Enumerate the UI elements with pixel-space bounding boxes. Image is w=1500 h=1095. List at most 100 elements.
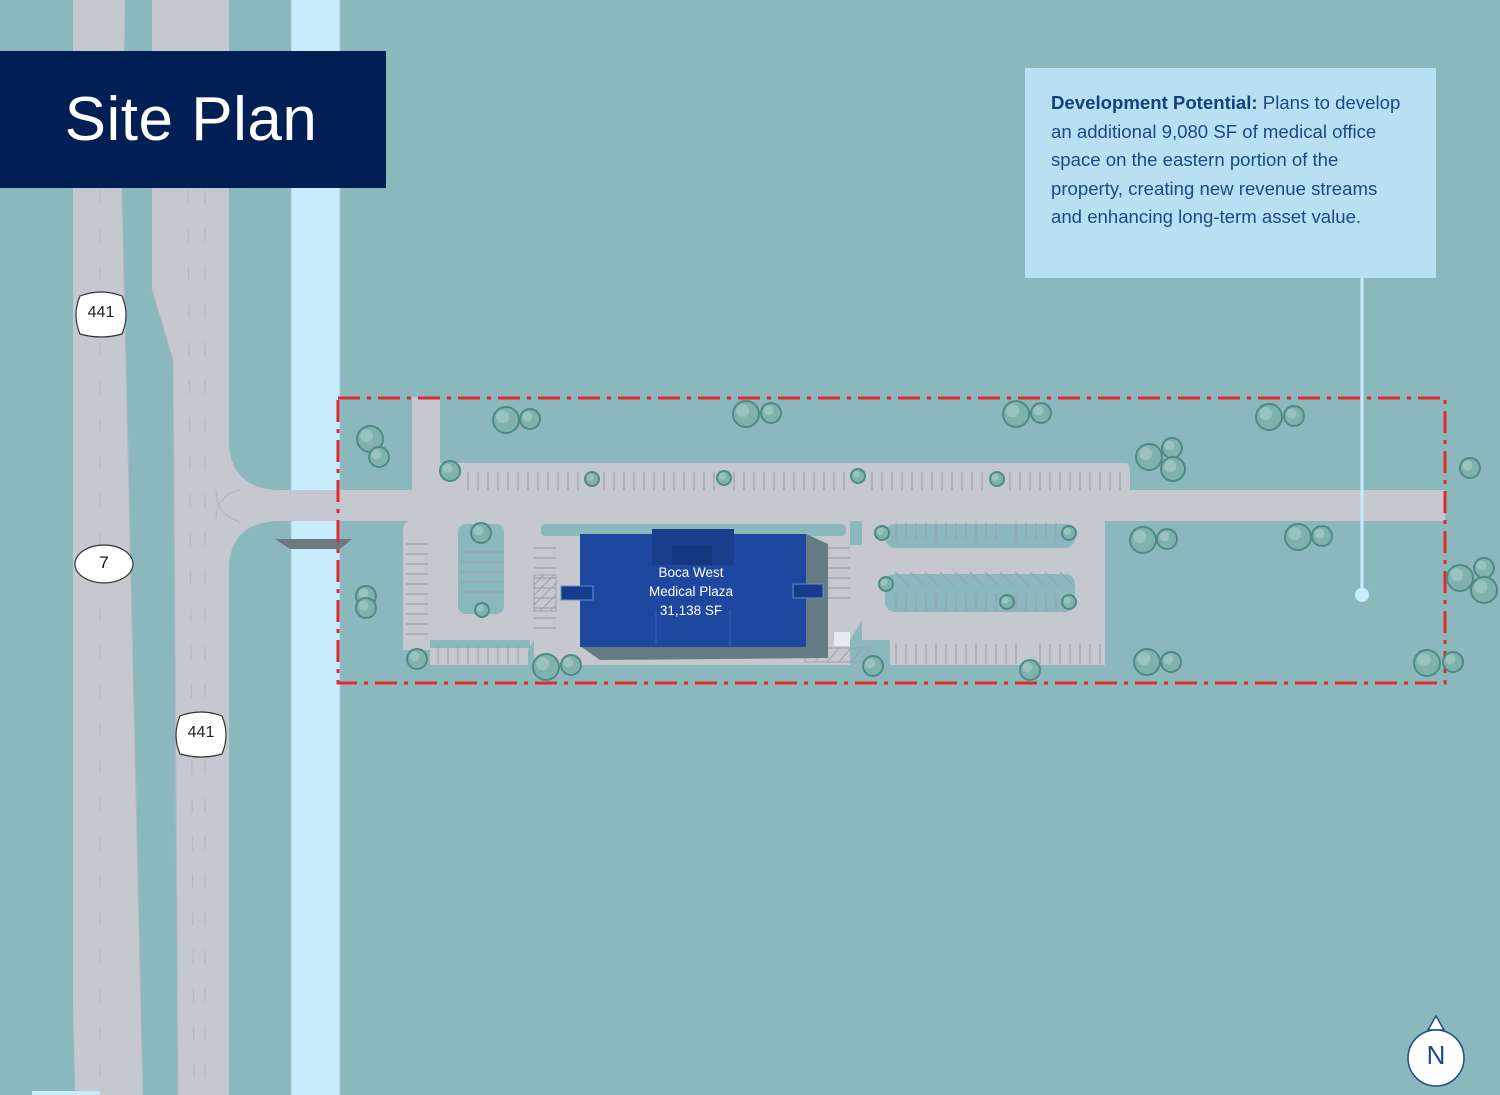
stripes-east-upper: [895, 523, 1057, 541]
callout-body: Plans to develop an additional 9,080 SF …: [1051, 92, 1401, 227]
tree-highlight: [360, 429, 374, 443]
tree-highlight: [1006, 404, 1020, 418]
page-title: Site Plan: [64, 85, 318, 154]
parking-stripes: [406, 472, 1121, 664]
trees: [355, 400, 1498, 681]
tree-highlight: [876, 527, 884, 535]
stripes-east-diagonal: [894, 571, 1075, 587]
tree-highlight: [1001, 596, 1009, 604]
tree-highlight: [1137, 652, 1151, 666]
tree-highlight: [1159, 531, 1170, 542]
tree-highlight: [880, 578, 888, 586]
west-access-lane: [412, 397, 440, 492]
tree-highlight: [1163, 654, 1174, 665]
stripes-north-row: [467, 472, 1121, 490]
tree-highlight: [1164, 440, 1175, 451]
state-route-label: 7: [99, 553, 109, 572]
building-name-line2: Medical Plaza: [648, 584, 734, 599]
stripes-south-west: [437, 644, 519, 664]
tree-highlight: [442, 463, 453, 474]
tree-highlight: [409, 651, 420, 662]
north-parking-strip: [440, 463, 1130, 490]
map-scale-fragment: [32, 1091, 100, 1095]
tree-highlight: [1259, 407, 1273, 421]
tree-highlight: [1063, 596, 1071, 604]
hatch-building-west-lines: [533, 574, 557, 612]
us-route-shield-south-outline: [175, 711, 227, 758]
tree-highlight: [496, 410, 510, 424]
tree-highlight: [1286, 408, 1297, 419]
building-area: 31,138 SF: [659, 603, 723, 618]
tree-highlight: [522, 411, 533, 422]
dumpster-pad: [834, 632, 850, 646]
tree-highlight: [1314, 528, 1325, 539]
north-arrow-label: N: [1426, 1040, 1446, 1070]
main-drive: [340, 490, 1445, 521]
tree-highlight: [1033, 405, 1044, 416]
tree-highlight: [763, 405, 774, 416]
state-route-oval: [74, 544, 134, 584]
highway-east-lanes: [152, 0, 229, 1095]
tree-highlight: [358, 588, 369, 599]
tree-highlight: [563, 657, 574, 668]
north-arrow-circle: [1407, 1029, 1465, 1087]
tree-highlight: [536, 657, 550, 671]
building-label: Boca West Medical Plaza 31,138 SF: [630, 563, 752, 620]
tree-highlight: [1164, 460, 1176, 472]
medical-plaza-building: [560, 529, 850, 660]
us-route-shield-north-outline: [75, 291, 127, 338]
tree-highlight: [1417, 653, 1431, 667]
tree-highlight: [1445, 654, 1456, 665]
building-name-line1: Boca West: [658, 565, 724, 580]
tree-highlight: [371, 449, 382, 460]
tree-highlight: [476, 604, 484, 612]
callout-heading: Development Potential:: [1051, 92, 1258, 113]
island-south-west: [430, 640, 530, 648]
west-parking-pad: [403, 521, 440, 650]
stripes-west-pad: [406, 543, 428, 635]
tree-highlight: [1474, 580, 1488, 594]
us-route-shield-north: [75, 291, 127, 338]
tree-highlight: [1450, 568, 1464, 582]
stripes-south-east: [895, 644, 1101, 664]
tree-highlight: [1063, 527, 1071, 535]
highway-median-edge: [121, 189, 179, 1095]
tree-highlight: [1133, 530, 1147, 544]
tree-highlight: [358, 600, 369, 611]
island-east-lower: [885, 574, 1075, 612]
building-canopy-west: [560, 585, 594, 601]
callout-leader-dot: [1355, 588, 1369, 602]
tree-highlight: [1476, 560, 1487, 571]
entrance-road: [229, 440, 340, 570]
stripes-west-island: [460, 551, 504, 593]
tree-highlight: [736, 404, 750, 418]
tree-highlight: [586, 473, 594, 481]
tree-highlight: [852, 470, 860, 478]
building-entry-detail: [672, 545, 712, 565]
property-boundary: [336, 396, 1447, 685]
building-canopy-east: [792, 583, 824, 599]
tree-highlight: [991, 473, 999, 481]
bridge-shadow: [275, 539, 352, 549]
stripes-east-lower: [895, 594, 1057, 612]
island-east-upper: [885, 524, 1075, 548]
tree-highlight: [1022, 662, 1033, 673]
tree-highlight: [865, 658, 876, 669]
us-route-shield-south: [175, 711, 227, 758]
tree-highlight: [1462, 460, 1473, 471]
tree-highlight: [718, 472, 726, 480]
tree-highlight: [473, 525, 484, 536]
hatch-building-west: [533, 574, 557, 612]
tree-highlight: [1288, 527, 1302, 541]
north-arrow-icon: [1407, 1014, 1465, 1087]
us-route-shield-north-label: 441: [87, 304, 115, 321]
development-callout: Development Potential: Plans to develop …: [1025, 68, 1436, 278]
building-roof-lines: [655, 610, 731, 646]
bridge-deck: [291, 490, 340, 521]
intersection-markings: [215, 489, 241, 523]
us-route-shield-south-label: 441: [187, 724, 215, 741]
stripes-building-west: [534, 547, 556, 629]
building-shadow: [580, 534, 828, 660]
tree-highlight: [1139, 447, 1153, 461]
title-banner: Site Plan: [0, 51, 386, 188]
